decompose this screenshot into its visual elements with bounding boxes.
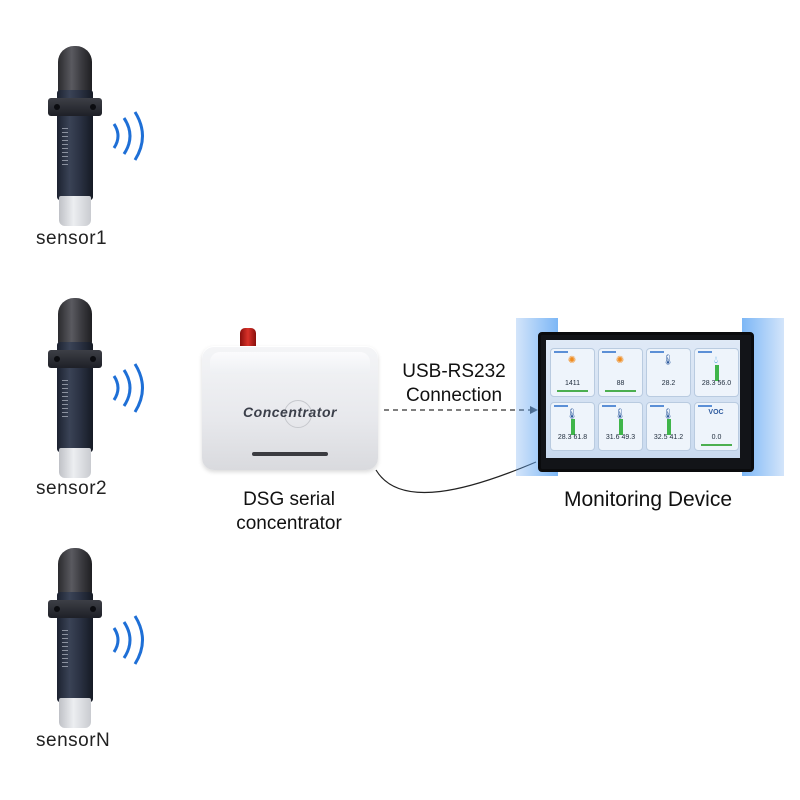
- antenna-icon: [240, 328, 256, 350]
- logo-icon: [284, 400, 312, 428]
- monitoring-screen: ✺ 1411 ✺ 88 🌡︎ 28.2 💧︎ 28.3 56.0 🌡︎ 28.3…: [546, 340, 740, 458]
- concentrator-caption-line2: concentrator: [236, 513, 342, 534]
- concentrator-device: Concentrator: [202, 346, 378, 470]
- concentrator-brand-text: Concentrator: [243, 404, 337, 420]
- dashboard-tile: ✺ 1411: [550, 348, 595, 397]
- tile-value: 31.6 49.3: [605, 434, 636, 441]
- connection-label-line2: Connection: [405, 385, 503, 406]
- wireless-signal-icon: [112, 615, 144, 665]
- wireless-signal-icon: [112, 363, 144, 413]
- wireless-signal-icon: [112, 111, 144, 161]
- sensor-n-device: [46, 548, 106, 738]
- tile-value: 32.5 41.2: [653, 434, 684, 441]
- thermometer-icon: 🌡︎: [661, 355, 675, 366]
- tile-value: 28.3 56.0: [701, 380, 732, 387]
- thermometer-icon: 🌡︎: [613, 409, 627, 420]
- sun-icon: ✺: [615, 355, 625, 366]
- dashboard-tile: 🌡︎ 31.6 49.3: [598, 402, 643, 451]
- concentrator-caption: DSG serial concentrator: [214, 488, 364, 536]
- thermometer-icon: 🌡︎: [565, 409, 579, 420]
- dashboard-tile: 💧︎ 28.3 56.0: [694, 348, 739, 397]
- dashboard-tile: ✺ 88: [598, 348, 643, 397]
- sensor-1-label: sensor1: [36, 228, 108, 249]
- tile-value: 88: [616, 380, 625, 387]
- thermometer-icon: 🌡︎: [661, 409, 675, 420]
- concentrator-caption-line1: DSG serial: [243, 489, 335, 510]
- connection-label: USB-RS232 Connection: [386, 360, 522, 408]
- sensor-2-device: [46, 298, 106, 488]
- tile-value: 0.0: [711, 434, 722, 441]
- sensor-n-label: sensorN: [36, 730, 111, 751]
- cable-line: [375, 461, 537, 494]
- dashboard-tile: 🌡︎ 28.3 61.8: [550, 402, 595, 451]
- tile-value: 28.2: [661, 380, 676, 387]
- monitoring-device-label: Monitoring Device: [563, 488, 733, 511]
- tile-value: 28.3 61.8: [557, 434, 588, 441]
- tile-value: 1411: [564, 380, 581, 387]
- sensor-1-device: [46, 46, 106, 236]
- sensor-2-label: sensor2: [36, 478, 108, 499]
- dashboard-tile: VOC 0.0: [694, 402, 739, 451]
- dashboard-tile: 🌡︎ 28.2: [646, 348, 691, 397]
- sun-icon: ✺: [567, 355, 577, 366]
- droplet-icon: 💧︎: [714, 355, 718, 366]
- dashboard-tile: 🌡︎ 32.5 41.2: [646, 402, 691, 451]
- connection-label-line1: USB-RS232: [402, 361, 506, 382]
- voc-icon: VOC: [708, 409, 724, 416]
